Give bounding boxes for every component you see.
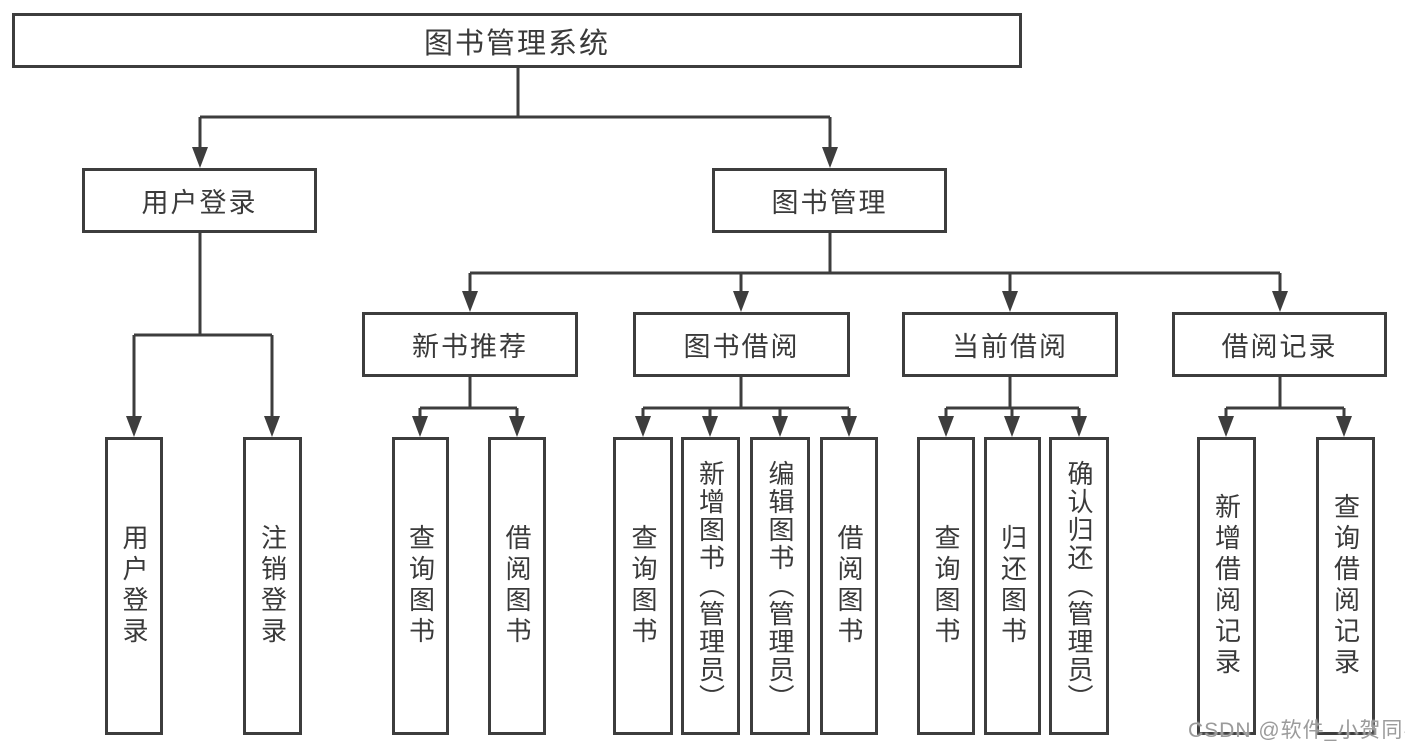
node-user-login: 用户登录 [82,168,317,233]
node-new-book-recommend: 新书推荐 [362,312,578,377]
node-leaf-query-books-1: 查询图书 [392,437,449,735]
node-current-borrowing: 当前借阅 [902,312,1118,377]
node-library-management-system: 图书管理系统 [12,13,1022,68]
node-leaf-confirm-return-admin: 确认归还（管理员） [1049,437,1109,735]
node-book-borrowing: 图书借阅 [633,312,850,377]
node-leaf-return-books: 归还图书 [984,437,1041,735]
node-leaf-query-books-2: 查询图书 [613,437,673,735]
node-leaf-edit-books-admin: 编辑图书（管理员） [750,437,810,735]
node-leaf-query-books-3: 查询图书 [917,437,975,735]
csdn-watermark: CSDN @软件_小贺同学 [1188,719,1405,742]
node-leaf-borrow-books-2: 借阅图书 [820,437,878,735]
node-leaf-logout: 注销登录 [243,437,302,735]
node-leaf-query-borrow-record: 查询借阅记录 [1316,437,1375,735]
node-book-management: 图书管理 [712,168,947,233]
node-borrowing-records: 借阅记录 [1172,312,1387,377]
node-leaf-borrow-books-1: 借阅图书 [488,437,546,735]
node-leaf-add-books-admin: 新增图书（管理员） [681,437,740,735]
node-leaf-add-borrow-record: 新增借阅记录 [1197,437,1256,735]
node-leaf-user-login: 用户登录 [105,437,163,735]
